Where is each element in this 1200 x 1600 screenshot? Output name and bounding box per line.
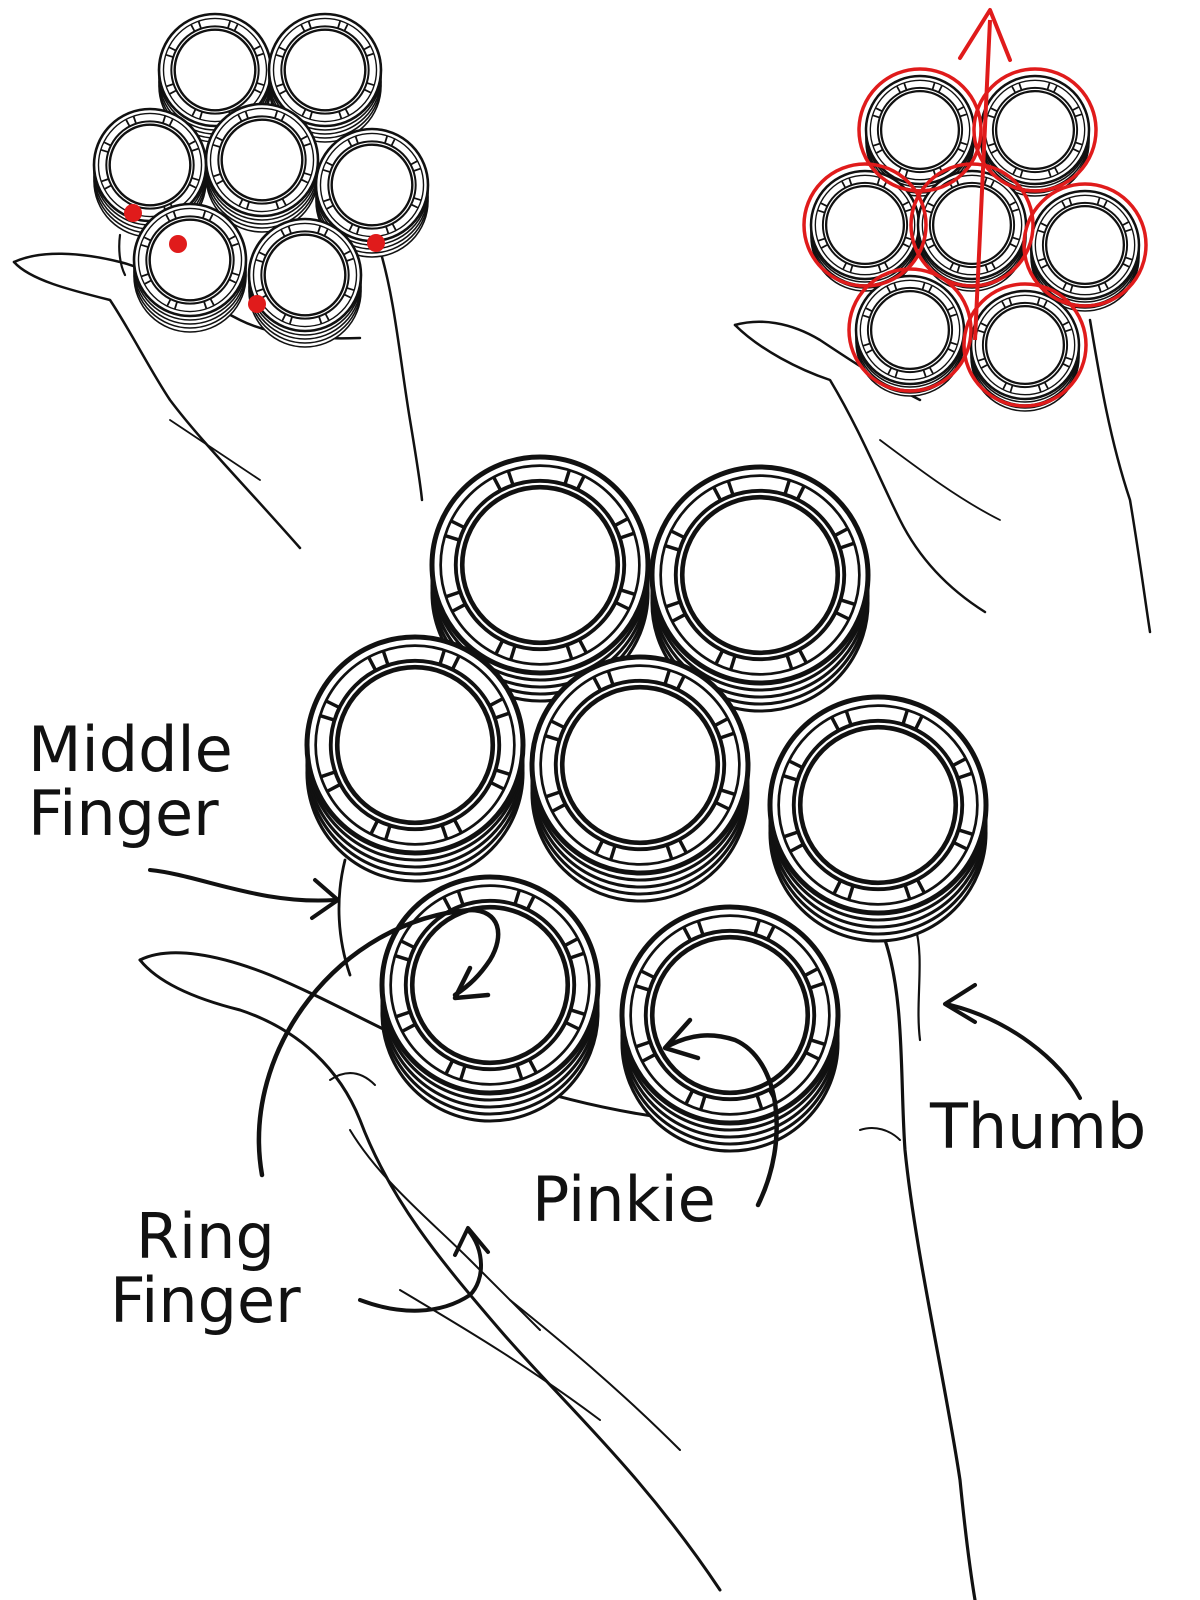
hand-crease	[349, 1129, 541, 1331]
top-left-panel	[12, 12, 430, 550]
chip-stack	[979, 74, 1091, 197]
hand-outline-palm	[12, 260, 302, 550]
contact-dot	[124, 204, 142, 222]
push-arrow-head	[958, 8, 1012, 62]
chip-stack	[429, 454, 651, 703]
main-panel	[138, 454, 1082, 1600]
hand-crease	[879, 439, 1001, 521]
middle-finger-label: Middle Finger	[28, 713, 233, 850]
hand-outline-thumb	[883, 938, 977, 1600]
thumb-arrow-head	[943, 983, 977, 1024]
chip-outline	[802, 162, 928, 288]
hand-crease	[509, 1299, 681, 1451]
thumb-crease	[859, 1127, 901, 1141]
contact-dot	[367, 234, 385, 252]
chip-stack	[132, 202, 248, 333]
chip-stack	[649, 464, 871, 713]
thumb-knuckle	[913, 923, 922, 1042]
chip-outline	[962, 282, 1088, 408]
chip-stack	[247, 217, 363, 348]
chip-outline	[1022, 182, 1148, 308]
hand-outline-palm	[733, 323, 987, 614]
chip-stack	[204, 102, 320, 233]
chip-stack	[809, 169, 921, 292]
pinkie-label: Pinkie	[532, 1163, 716, 1236]
hand-crease	[169, 419, 261, 481]
hand-crease	[399, 1289, 601, 1421]
contact-dot	[248, 295, 266, 313]
chip-stack	[854, 274, 966, 397]
chip-outline	[972, 67, 1098, 193]
finger-crease	[329, 1072, 376, 1086]
chip-stack	[916, 169, 1028, 292]
chip-stack	[379, 874, 601, 1123]
ring-finger-lower-arrow	[358, 1228, 483, 1313]
contact-dot	[169, 235, 187, 253]
middle-finger-tip	[118, 233, 127, 277]
thumb-label: Thumb	[930, 1090, 1147, 1163]
middle-finger-arrow-head	[310, 878, 340, 920]
ring-finger-label: Ring Finger	[110, 1200, 301, 1337]
hand-outline-thumb	[1088, 318, 1152, 634]
chip-outline	[909, 162, 1035, 288]
chip-stack	[969, 289, 1081, 412]
hand-outline-thumb	[378, 248, 424, 502]
ring-finger-arrow-head	[452, 965, 491, 1001]
pinkie-arrow-head	[662, 1017, 701, 1061]
chip-stack	[529, 654, 751, 903]
ring-finger-arrow	[256, 907, 501, 1178]
chip-stack	[314, 127, 430, 258]
chip-stack	[267, 12, 383, 143]
chip-stack	[1029, 189, 1141, 312]
chip-outline	[847, 267, 973, 393]
chip-stack	[304, 634, 526, 883]
middle-finger-outline	[337, 858, 352, 977]
chip-stack	[767, 694, 989, 943]
thumb-arrow	[948, 1003, 1082, 1100]
ring-finger-lower-arrow-head	[453, 1226, 490, 1257]
pinkie-arrow	[667, 1033, 779, 1208]
push-arrow	[973, 19, 992, 341]
chip-stack	[619, 904, 841, 1153]
middle-finger-arrow	[148, 868, 337, 903]
top-right-panel	[733, 8, 1152, 634]
